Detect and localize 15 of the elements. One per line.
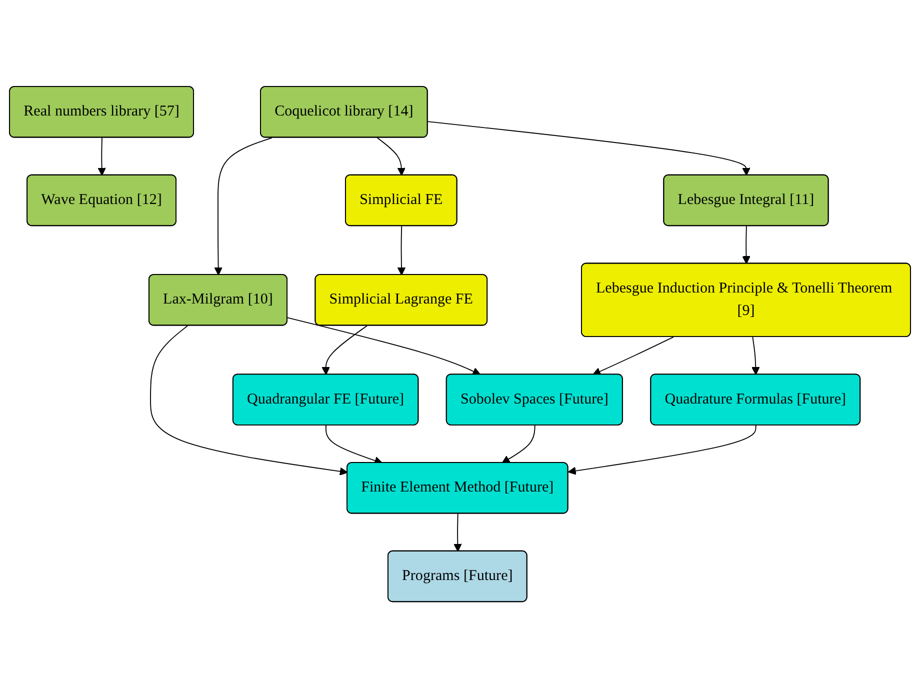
arrow bbox=[397, 226, 406, 276]
arrow bbox=[325, 425, 382, 465]
arrow bbox=[752, 336, 760, 376]
arrow bbox=[742, 226, 750, 264]
arrow bbox=[287, 318, 481, 376]
arrow bbox=[322, 326, 368, 376]
arrow bbox=[98, 138, 106, 176]
arrow bbox=[568, 425, 756, 476]
arrow bbox=[214, 138, 272, 276]
arrow bbox=[502, 425, 536, 464]
arrow bbox=[592, 336, 674, 376]
arrow bbox=[427, 122, 750, 176]
arrow bbox=[454, 514, 462, 552]
arrow bbox=[150, 326, 348, 476]
arrow bbox=[376, 138, 406, 176]
